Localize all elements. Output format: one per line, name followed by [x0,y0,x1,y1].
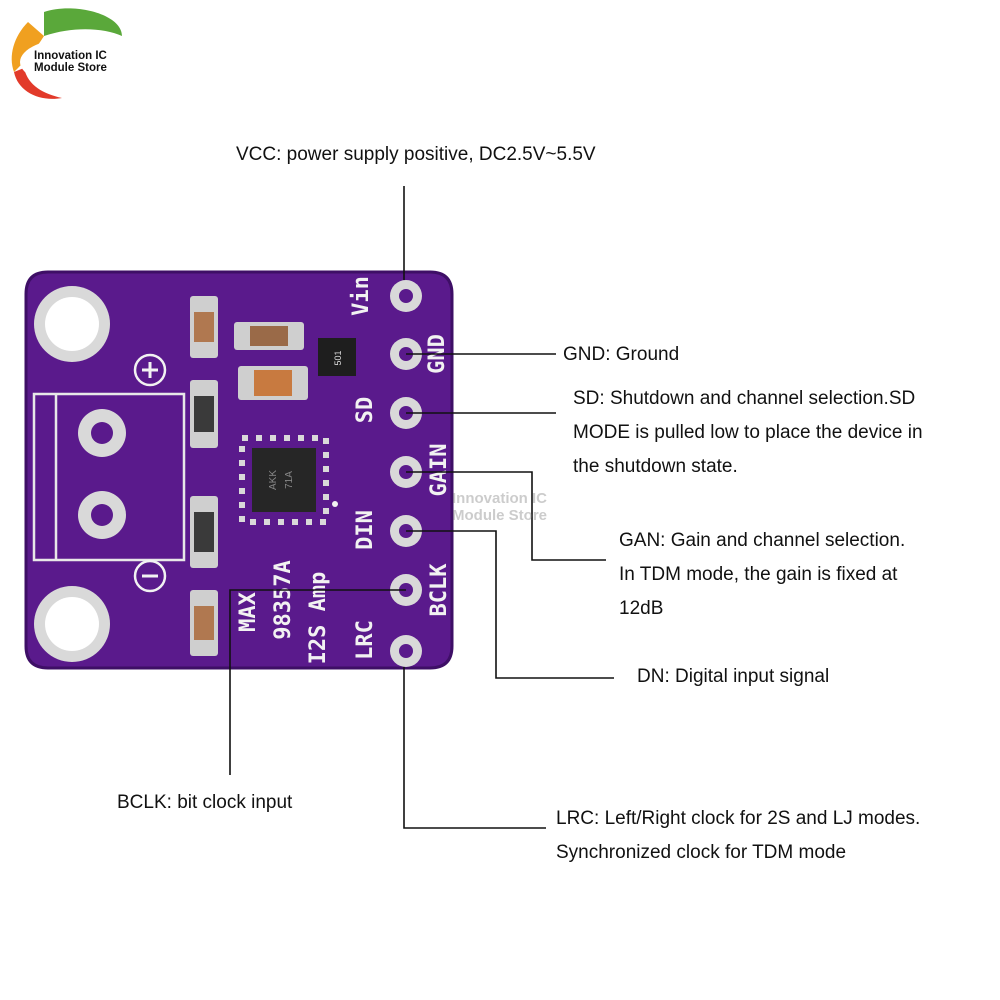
terminal-pad [78,491,126,539]
pad-lrc [390,635,422,667]
silk-i2s-amp: I2S Amp [306,572,331,665]
watermark: Innovation IC Module Store [452,490,547,524]
minus-marker [133,559,167,593]
callout-sd-line-3: the shutdown state. [573,456,738,477]
callout-gain-line-1: GAN: Gain and channel selection. [619,530,906,551]
mounting-hole [34,286,110,362]
capacitor [190,590,218,656]
pin-label-bclk: BCLK [427,563,452,617]
leader-din [406,530,614,679]
pin-labels: Vin GND SD GAIN DIN BCLK LRC [349,276,452,660]
brand-line-2: Module Store [34,62,107,74]
watermark-line-2: Module Store [452,507,548,524]
leader-bclk [229,589,406,775]
pad-vin [390,280,422,312]
brand-line-1: Innovation IC [34,50,107,62]
capacitor [234,322,304,350]
logo-mark-icon [11,8,128,99]
callout-gain-line-2: In TDM mode, the gain is fixed at [619,564,898,585]
callout-gain: GAN: Gain and channel selection. In TDM … [619,524,905,626]
capacitor [190,380,218,448]
terminal-pad [78,409,126,457]
leader-lines [229,186,614,829]
callout-vcc: VCC: power supply positive, DC2.5V~5.5V [236,144,596,165]
callout-din: DN: Digital input signal [637,666,830,687]
watermark-line-1: Innovation IC [452,490,547,507]
callout-lrc: LRC: Left/Right clock for 2S and LJ mode… [556,802,920,870]
capacitor [190,496,218,568]
callout-sd-line-1: SD: Shutdown and channel selection.SD [573,388,916,409]
pcb-board: 501 AKK 71A MAX 98357A I2S Amp Vin GND S… [24,270,454,670]
pin-label-sd: SD [353,397,378,424]
callout-lrc-line-2: Synchronized clock for TDM mode [556,842,847,863]
callout-sd-line-2: MODE is pulled low to place the device i… [573,422,923,443]
mounting-hole [34,586,110,662]
capacitor [238,366,308,400]
callout-bclk: BCLK: bit clock input [117,792,293,813]
callout-lrc-line-1: LRC: Left/Right clock for 2S and LJ mode… [556,808,921,829]
speaker-terminal [32,392,186,562]
callout-gain-line-3: 12dB [619,598,664,619]
resistor: 501 [318,338,356,376]
chip-marking-2: 71A [284,471,295,489]
brand-name: Innovation IC Module Store [34,50,126,74]
resistor-code: 501 [333,350,343,365]
silk-part-number: 98357A [271,560,296,639]
pin-label-din: DIN [353,510,378,550]
callout-sd: SD: Shutdown and channel selection.SD MO… [573,382,923,484]
capacitor [190,296,218,358]
pin-label-gain: GAIN [427,444,452,497]
callout-gnd: GND: Ground [563,344,680,365]
silk-max: MAX [236,592,261,632]
pin-label-vin: Vin [349,276,374,316]
brand-logo: Innovation IC Module Store [4,6,128,102]
amp-chip: AKK 71A [239,435,338,525]
plus-marker [133,353,167,387]
leader-gain [406,471,606,561]
pin-label-lrc: LRC [353,620,378,660]
chip-marking-1: AKK [268,470,279,490]
leader-lrc [403,667,546,829]
